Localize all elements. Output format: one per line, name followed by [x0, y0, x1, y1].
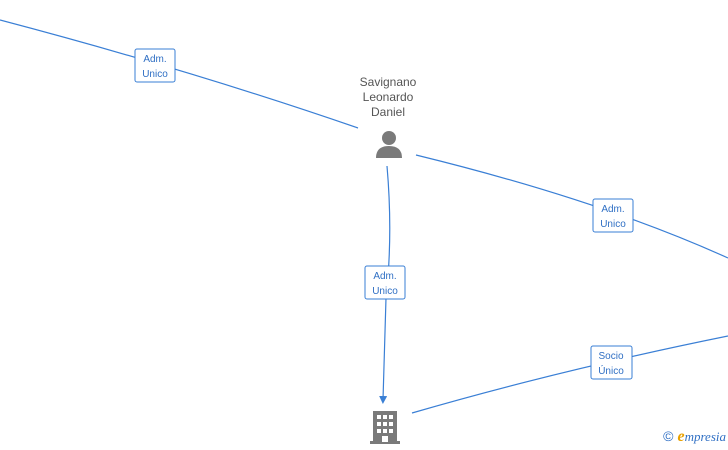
person-name-line-1: Savignano [360, 75, 417, 89]
edge-label-line-2: Unico [372, 286, 398, 297]
brand-initial: e [677, 428, 685, 445]
edge-label-down-to-company[interactable]: Adm. Unico [364, 265, 406, 300]
brand-name: mpresia [684, 429, 726, 444]
edge-label-line-1: Adm. [373, 271, 396, 282]
edge-label-line-1: Socio [598, 351, 623, 362]
copyright-symbol: © [663, 428, 674, 444]
person-node[interactable]: Savignano Leonardo Daniel [360, 75, 417, 158]
edge-label-line-2: Unico [142, 69, 168, 80]
edge-label-line-1: Adm. [601, 204, 624, 215]
edge-company-right [411, 335, 728, 414]
building-icon [370, 411, 400, 444]
edge-label-right-upper[interactable]: Adm. Unico [592, 198, 634, 233]
person-name-line-2: Leonardo [363, 90, 414, 104]
person-name-line-3: Daniel [371, 105, 405, 119]
edge-label-line-2: Unico [600, 219, 626, 230]
edge-top-left [0, 19, 359, 129]
edge-right-upper [415, 154, 728, 259]
edge-label-top-left[interactable]: Adm. Unico [134, 48, 176, 83]
edge-label-line-1: Adm. [143, 54, 166, 65]
person-icon [376, 131, 402, 158]
edge-label-company-right[interactable]: Socio Único [590, 345, 633, 380]
edge-label-line-2: Único [598, 364, 624, 377]
company-node[interactable] [370, 411, 400, 444]
empresia-watermark: ©empresia [663, 428, 726, 446]
